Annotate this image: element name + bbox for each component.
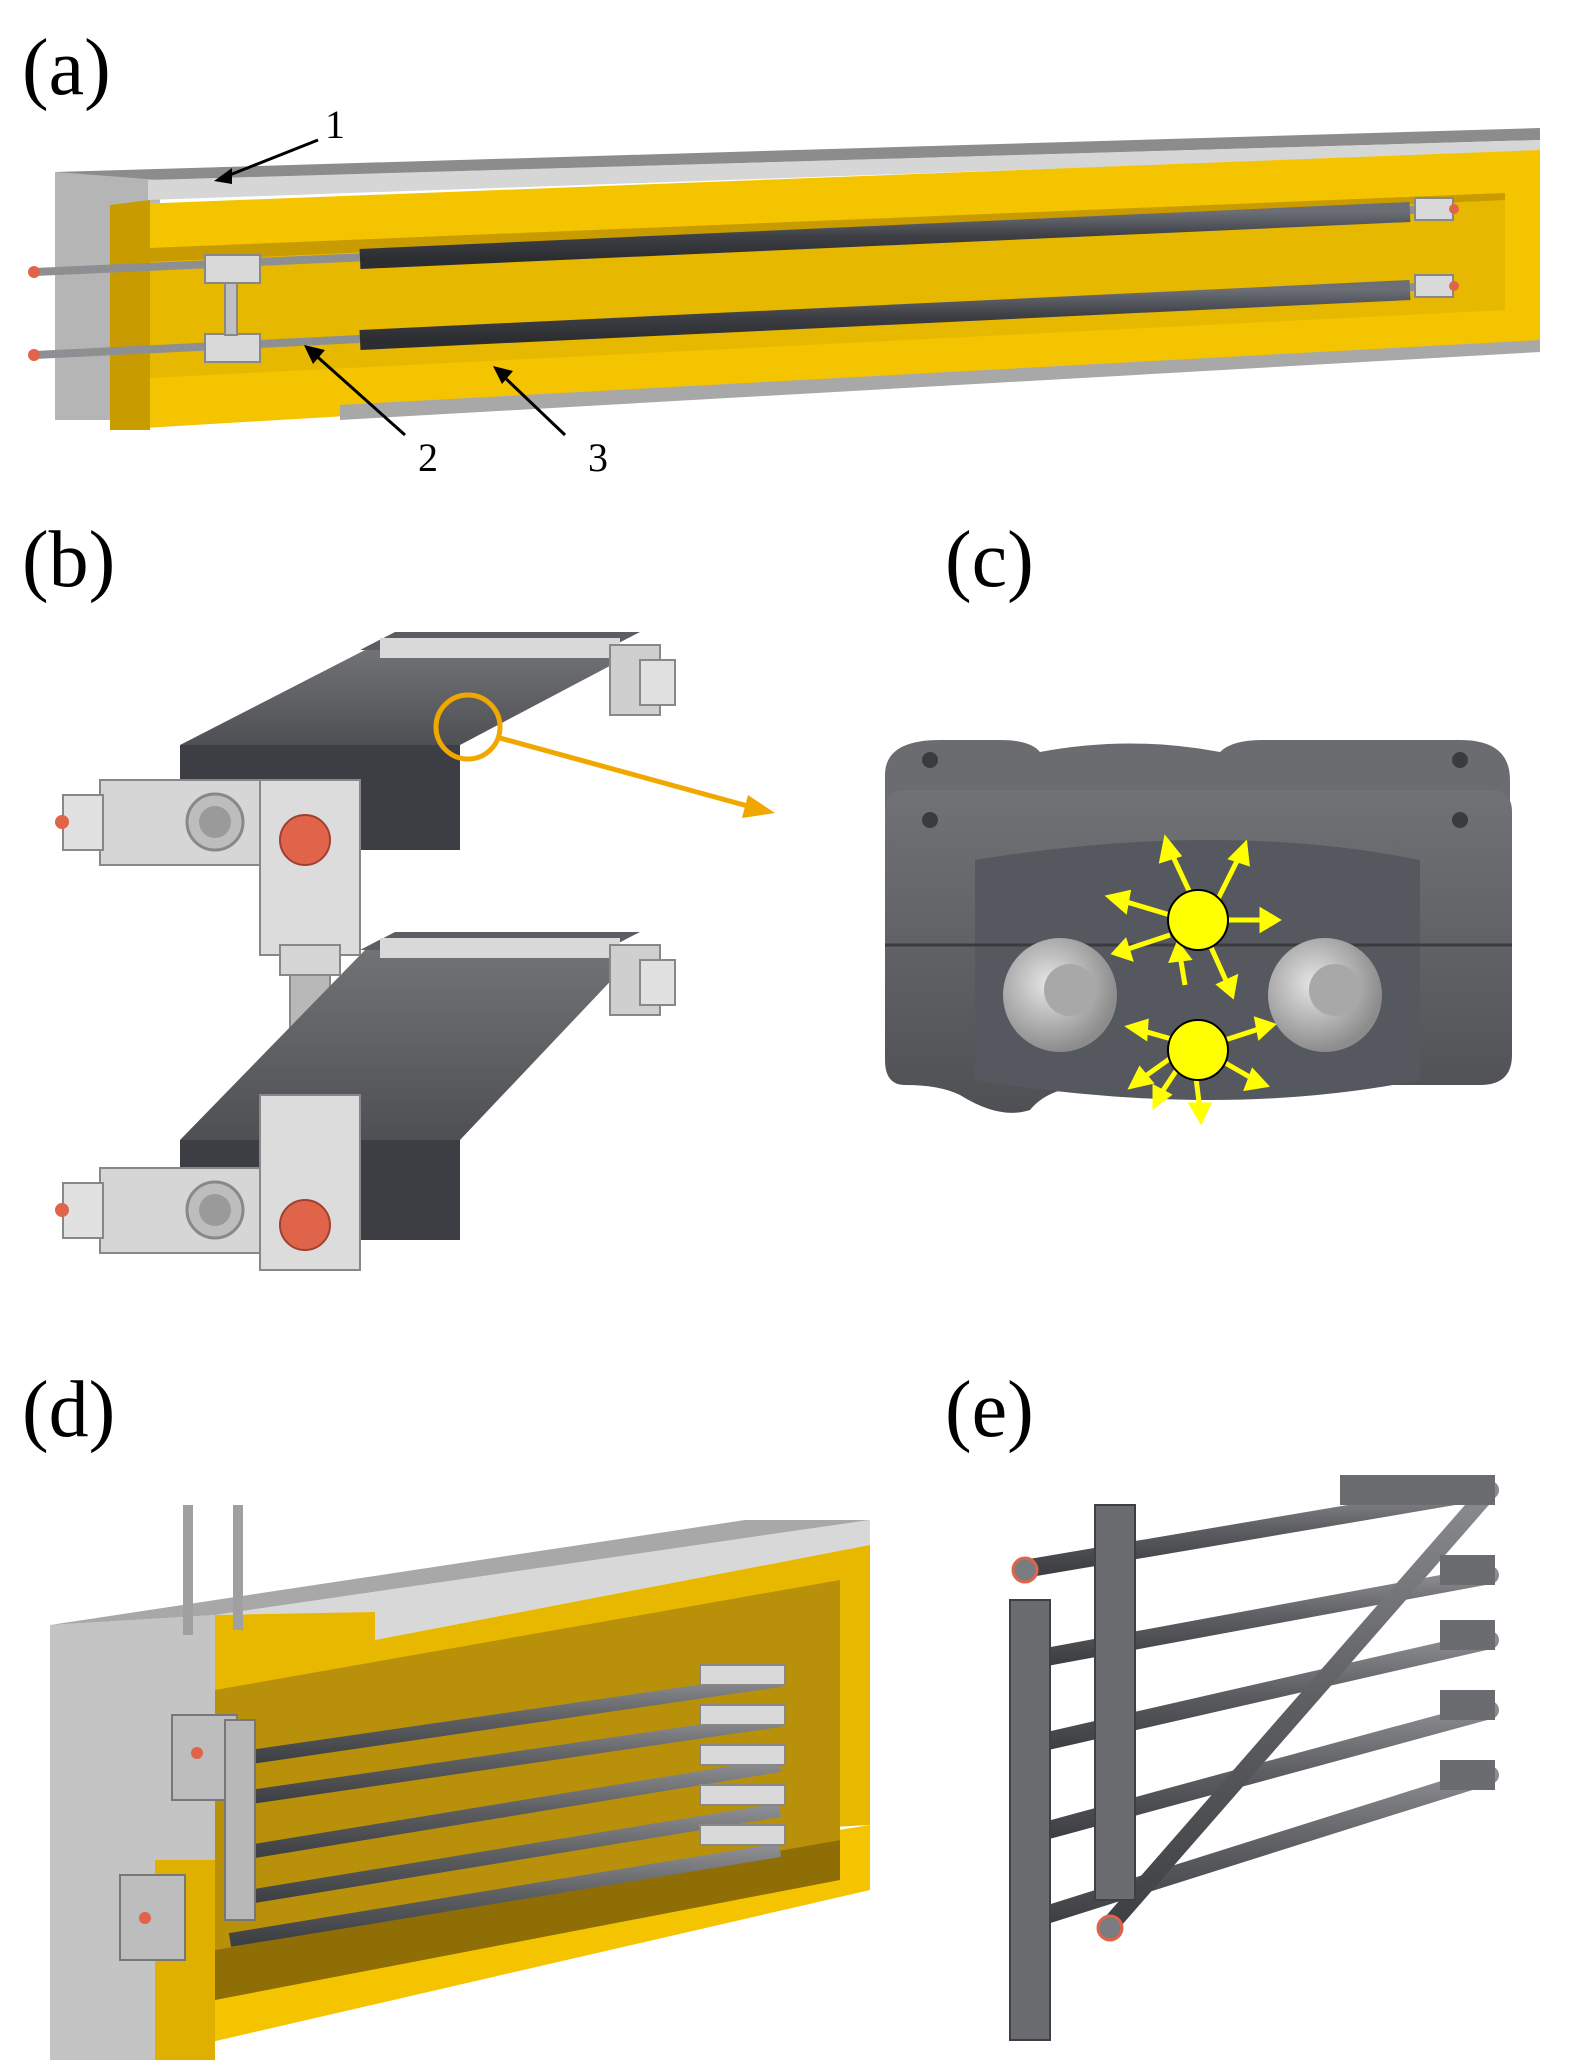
d-manifold-plate-lower	[119, 1874, 186, 1961]
panel-d-label: (d)	[22, 1366, 116, 1454]
mount-hole-3	[922, 812, 938, 828]
magnify-arrow-head	[742, 795, 775, 818]
d-vertical-pipe-1	[183, 1505, 193, 1635]
d-plug-lower	[139, 1912, 151, 1924]
d-casing-top	[50, 1520, 870, 1625]
e-header-front	[1009, 1599, 1051, 2041]
insulation-left-wall	[110, 200, 150, 430]
upper-tube-finned	[359, 202, 1411, 269]
right-boss-bore	[1309, 964, 1361, 1016]
d-manifold-bar	[224, 1719, 256, 1921]
lower-main-plug	[279, 1199, 331, 1251]
upper-fitting-top	[380, 638, 620, 658]
upper-left-nut	[62, 794, 104, 851]
heat-arrows-top	[1104, 834, 1282, 1000]
callout-1: 1	[325, 102, 345, 147]
upper-left-fitting	[204, 254, 261, 284]
casing-top	[55, 128, 1540, 180]
d-cavity-floor	[215, 1840, 840, 2000]
callout-2: 2	[418, 435, 438, 480]
upper-right-nut	[639, 659, 676, 706]
upper-main-plug	[279, 814, 331, 866]
panel-a-label: (a)	[22, 24, 111, 112]
casing-top-strip	[148, 140, 1540, 200]
upper-left-plug	[55, 815, 69, 829]
lower-right-nut	[639, 959, 676, 1006]
plug-a1	[28, 266, 40, 278]
left-boss-bore	[1044, 964, 1096, 1016]
d-tube-rods	[228, 1673, 782, 1947]
panel-c-drawing	[885, 740, 1512, 1126]
lower-right-fitting	[1414, 274, 1454, 298]
d-vertical-pipe-2	[233, 1505, 243, 1630]
d-plug-upper	[191, 1747, 203, 1759]
plug-a4	[1449, 281, 1459, 291]
callout-2-head	[304, 345, 325, 364]
heat-source-lower	[1167, 1019, 1229, 1081]
upper-main-block	[259, 779, 361, 956]
callout-1-arrow	[221, 138, 319, 180]
d-cavity	[215, 1580, 840, 1950]
panel-a-drawing	[28, 128, 1540, 437]
panel-e-label: (e)	[945, 1366, 1034, 1454]
panel-d-drawing	[50, 1505, 870, 2060]
upper-right-fitting	[1414, 197, 1454, 221]
connector-nut-top	[279, 944, 341, 976]
e-plug-bottom	[1096, 1914, 1124, 1942]
callout-2-arrow	[311, 350, 406, 437]
plug-a3	[1449, 204, 1459, 214]
magnify-arrow-line	[499, 735, 756, 811]
d-casing-top-light	[215, 1520, 870, 1640]
casing-bottom-strip	[340, 340, 1540, 420]
heat-source-upper	[1167, 889, 1229, 951]
panel-b-drawing	[55, 632, 775, 1271]
lower-tube-finned	[359, 280, 1411, 350]
upper-finned-block	[180, 650, 640, 745]
callout-1-head	[214, 168, 232, 184]
lower-left-nut	[62, 1182, 104, 1239]
magnify-circle	[433, 692, 503, 762]
left-connector	[224, 282, 238, 336]
panel-c-label: (c)	[945, 516, 1034, 604]
panel-b-label: (b)	[22, 516, 116, 604]
lower-side-port-inner	[199, 1194, 231, 1226]
plug-a2	[28, 349, 40, 361]
lower-left-plug	[55, 1203, 69, 1217]
callout-3-arrow	[498, 371, 567, 437]
mount-hole-4	[1452, 812, 1468, 828]
callout-3-head	[493, 366, 513, 384]
lower-left-fitting	[204, 333, 261, 363]
lower-fitting-top	[380, 938, 620, 958]
d-right-fittings	[699, 1664, 786, 1846]
e-header-back	[1094, 1504, 1136, 1901]
mount-hole-1	[922, 752, 938, 768]
lower-finned-block	[180, 950, 640, 1140]
callout-3: 3	[588, 435, 608, 480]
e-right-blocks	[1340, 1475, 1495, 1790]
panel-e-drawing	[1009, 1475, 1499, 2041]
mount-hole-2	[1452, 752, 1468, 768]
e-plug-top	[1011, 1556, 1039, 1584]
upper-side-port-inner	[199, 806, 231, 838]
